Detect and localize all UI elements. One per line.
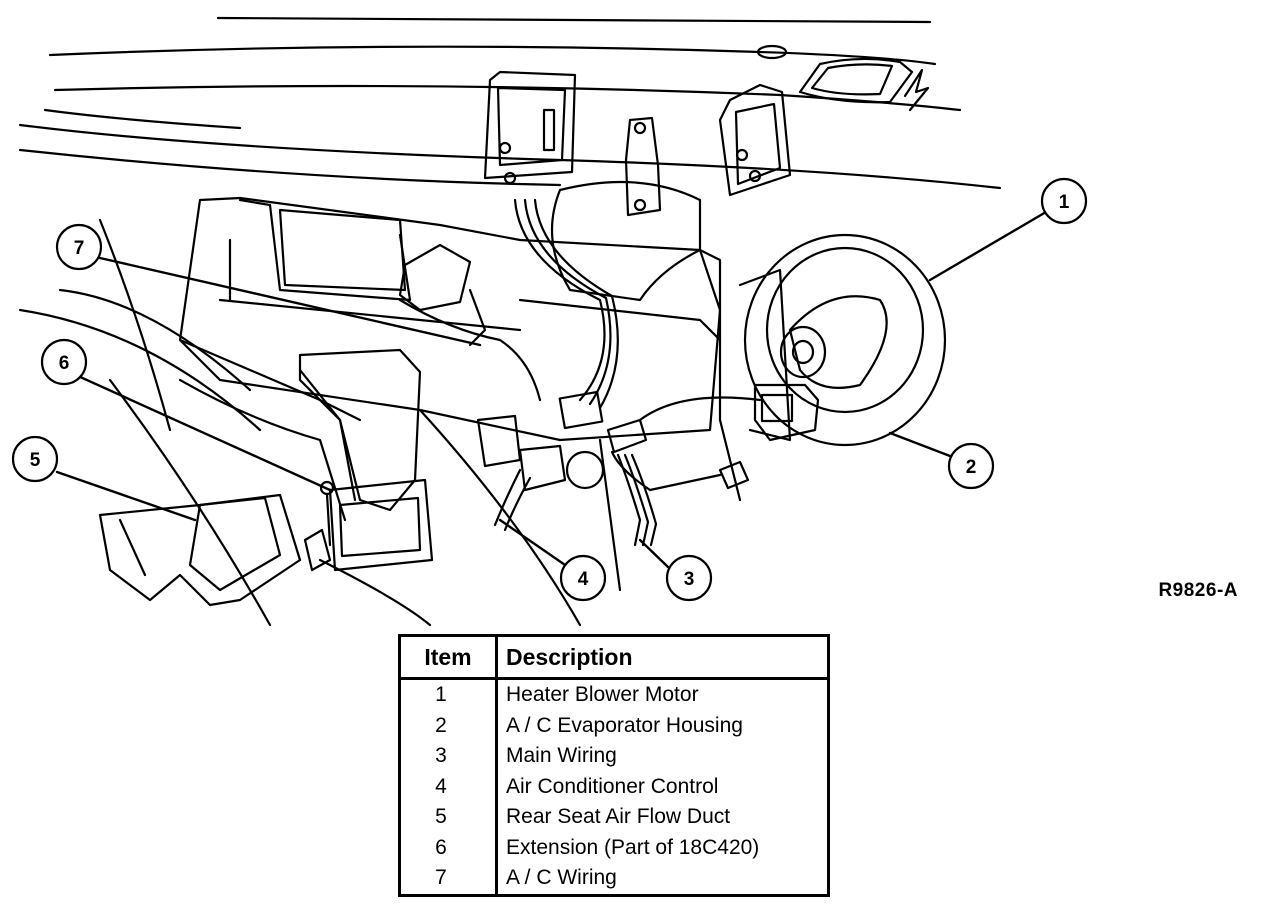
svg-text:2: 2 bbox=[966, 457, 977, 478]
callout-7: 7 bbox=[55, 223, 103, 271]
callout-3: 3 bbox=[665, 554, 713, 602]
mounting-brackets bbox=[483, 70, 792, 217]
legend-header-row: Item Description bbox=[399, 635, 829, 680]
floor-lines bbox=[18, 218, 742, 627]
legend-item-description: Rear Seat Air Flow Duct bbox=[506, 805, 731, 829]
roof-panel-lines bbox=[18, 16, 1002, 190]
figure-reference-code: R9826-A bbox=[1158, 580, 1238, 601]
svg-text:1: 1 bbox=[1059, 192, 1070, 213]
legend-row: 6 Extension (Part of 18C420) bbox=[399, 832, 829, 863]
parts-legend-table: Item Description 1 Heater Blower Motor 2… bbox=[398, 634, 830, 897]
legend-item-description: Extension (Part of 18C420) bbox=[506, 835, 760, 859]
wiring-harness-drawing bbox=[513, 198, 820, 547]
legend-item-number: 3 bbox=[399, 741, 498, 772]
legend-item-number: 5 bbox=[399, 802, 498, 833]
legend-item-description: A / C Wiring bbox=[506, 866, 617, 890]
legend-item-number: 6 bbox=[399, 832, 498, 863]
control-modules-drawing bbox=[398, 243, 605, 532]
svg-text:7: 7 bbox=[74, 238, 85, 259]
legend-item-number: 7 bbox=[399, 863, 498, 895]
legend-row: 1 Heater Blower Motor bbox=[399, 678, 829, 711]
legend-row: 4 Air Conditioner Control bbox=[399, 771, 829, 802]
legend-row: 7 A / C Wiring bbox=[399, 863, 829, 895]
legend-item-number: 1 bbox=[399, 678, 498, 711]
legend-item-description: Main Wiring bbox=[506, 744, 617, 768]
legend-item-description: A / C Evaporator Housing bbox=[506, 713, 743, 737]
svg-text:6: 6 bbox=[59, 353, 70, 374]
callout-4: 4 bbox=[559, 554, 607, 602]
legend-row: 2 A / C Evaporator Housing bbox=[399, 710, 829, 741]
legend-header-item: Item bbox=[399, 635, 498, 680]
callout-2: 2 bbox=[947, 442, 995, 490]
legend-header-description: Description bbox=[496, 635, 829, 680]
blower-motor-drawing bbox=[738, 233, 947, 447]
exploded-view-illustration: 1 2 3 4 5 6 7 bbox=[11, 16, 1088, 627]
callout-1: 1 bbox=[1040, 177, 1088, 225]
legend-item-number: 4 bbox=[399, 771, 498, 802]
legend-row: 3 Main Wiring bbox=[399, 741, 829, 772]
air-duct-drawing bbox=[98, 348, 434, 607]
callout-6: 6 bbox=[40, 338, 88, 386]
svg-text:3: 3 bbox=[684, 569, 695, 590]
legend-item-description: Heater Blower Motor bbox=[506, 683, 699, 707]
legend-item-description: Air Conditioner Control bbox=[506, 774, 719, 798]
svg-text:5: 5 bbox=[30, 450, 41, 471]
callout-5: 5 bbox=[11, 435, 59, 483]
legend-row: 5 Rear Seat Air Flow Duct bbox=[399, 802, 829, 833]
leader-lines bbox=[55, 210, 1048, 569]
evaporator-housing-drawing bbox=[178, 180, 722, 442]
svg-text:4: 4 bbox=[578, 569, 589, 590]
legend-item-number: 2 bbox=[399, 710, 498, 741]
